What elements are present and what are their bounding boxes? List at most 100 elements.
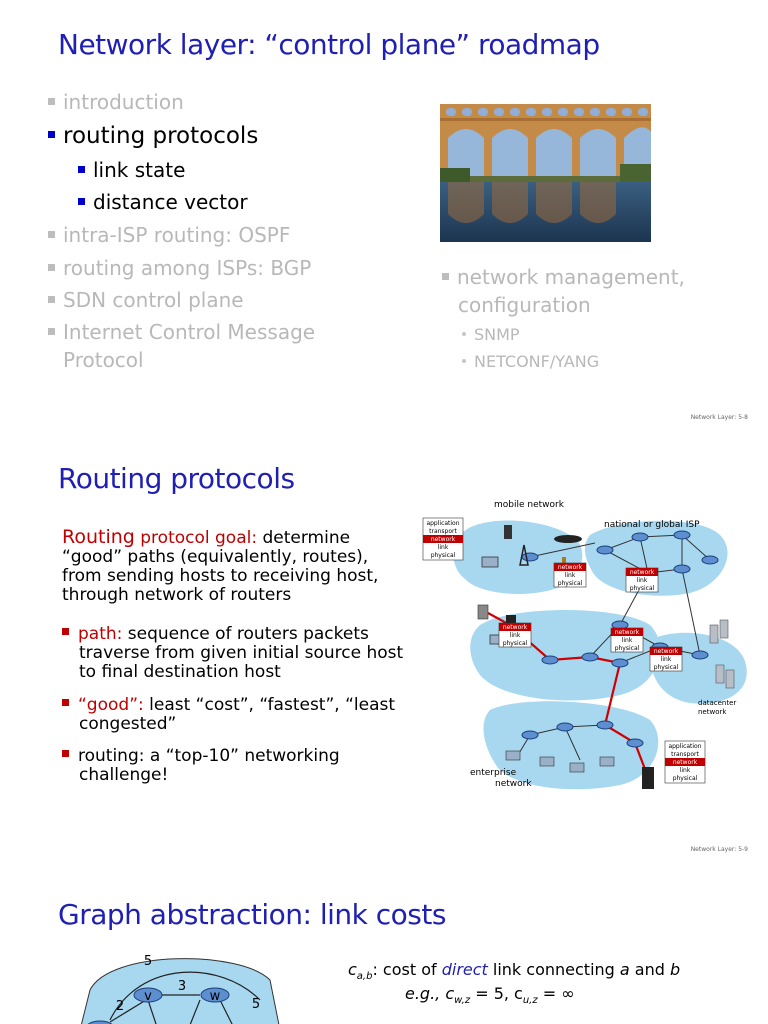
bullet-square-icon [48, 264, 55, 271]
svg-text:physical: physical [431, 552, 456, 559]
datacenter-label-2: network [698, 708, 727, 716]
bullet-square-icon [62, 627, 69, 635]
slide-footer: Network Layer: 5-9 [690, 846, 748, 853]
bullet-square-icon [48, 296, 55, 303]
list-item: link state [78, 158, 185, 182]
svg-text:5: 5 [252, 997, 260, 1012]
stack-destination: application transport network link physi… [664, 740, 706, 784]
list-item: Internet Control Message [48, 320, 315, 344]
enterprise-cloud [483, 701, 659, 790]
svg-text:physical: physical [630, 585, 655, 592]
bullet-dot-icon [462, 331, 466, 336]
bullet-square-icon [78, 198, 85, 205]
slide-title: Network layer: “control plane” roadmap [58, 28, 600, 61]
list-item-continued: configuration [458, 293, 591, 317]
desktop-icon [477, 604, 489, 620]
slide-title: Graph abstraction: link costs [58, 898, 446, 931]
svg-text:link: link [438, 544, 449, 551]
svg-text:link: link [661, 656, 672, 663]
cost-example: e.g., cw,z = 5, cu,z = ∞ [405, 984, 575, 1007]
node-u [87, 1020, 113, 1024]
stack-router-1: network link physical [553, 562, 587, 588]
svg-text:network: network [673, 759, 698, 766]
stack-router-3: network link physical [498, 622, 532, 648]
bullet-square-icon [48, 328, 55, 335]
phone-icon [504, 525, 512, 539]
svg-text:5: 5 [144, 954, 152, 969]
stack-router-2: network link physical [625, 567, 659, 593]
svg-text:transport: transport [671, 751, 699, 758]
svg-text:physical: physical [615, 645, 640, 652]
bullet-top10: routing: a “top-10” networking challenge… [62, 747, 442, 785]
bullet-good: “good”: least “cost”, “fastest”, “least … [62, 696, 442, 734]
routing-goal-text: Routing protocol goal: determine “good” … [62, 526, 379, 605]
datacenter-racks [709, 619, 735, 689]
cell-tower-icon [519, 544, 529, 566]
enterprise-hosts [505, 750, 615, 773]
destination-server-icon [642, 767, 654, 789]
svg-text:network: network [431, 536, 456, 543]
isp-label: national or global ISP [604, 520, 700, 530]
svg-text:link: link [680, 767, 691, 774]
slide-footer: Network Layer: 5-8 [690, 414, 748, 421]
bullet-dot-icon [462, 358, 466, 363]
stack-router-5: network link physical [649, 646, 683, 672]
enterprise-label-2: network [495, 779, 532, 789]
svg-text:network: network [615, 629, 640, 636]
svg-text:link: link [637, 577, 648, 584]
list-item: intra-ISP routing: OSPF [48, 223, 290, 247]
svg-text:application: application [426, 520, 459, 527]
bullet-square-icon [62, 749, 69, 757]
bullet-square-icon [442, 273, 449, 280]
car-icon [554, 535, 582, 543]
slide-graph-abstraction: Graph abstraction: link costs v w 5 3 2 … [0, 870, 768, 1024]
slide-routing-protocols: Routing protocols Routing protocol goal:… [0, 440, 768, 860]
laptop-icon [481, 556, 499, 568]
bullet-square-icon [48, 231, 55, 238]
bullet-square-icon [48, 131, 55, 138]
node-w [200, 987, 230, 1003]
svg-text:link: link [622, 637, 633, 644]
network-diagram: application transport network link physi… [422, 517, 747, 790]
svg-text:network: network [630, 569, 655, 576]
stack-source: application transport network link physi… [422, 517, 464, 561]
graph-diagram: v w 5 3 2 5 [80, 954, 280, 1024]
bullet-square-icon [78, 166, 85, 173]
bullet-path: path: sequence of routers packets traver… [62, 625, 442, 682]
svg-text:physical: physical [654, 664, 679, 671]
svg-text:network: network [558, 564, 583, 571]
list-item: SDN control plane [48, 288, 244, 312]
slide-title: Routing protocols [58, 462, 295, 495]
cost-definition: ca,b: cost of direct link connecting a a… [348, 960, 681, 983]
svg-text:network: network [503, 624, 528, 631]
bullet-square-icon [48, 98, 55, 105]
svg-text:w: w [210, 989, 221, 1004]
slide-control-plane-roadmap: Network layer: “control plane” roadmap i… [0, 0, 768, 430]
svg-text:2: 2 [116, 999, 124, 1014]
mobile-network-cloud [453, 520, 583, 594]
list-item: NETCONF/YANG [462, 352, 599, 371]
list-item: routing protocols [48, 123, 258, 149]
svg-text:physical: physical [558, 580, 583, 587]
svg-text:3: 3 [178, 979, 186, 994]
aqueduct-photo [440, 104, 651, 242]
list-item-continued: Protocol [63, 348, 144, 372]
node-v [133, 987, 163, 1003]
isp-cloud [584, 520, 728, 596]
list-item: distance vector [78, 190, 248, 214]
svg-text:network: network [654, 648, 679, 655]
enterprise-label-1: enterprise [470, 768, 517, 778]
datacenter-label-1: datacenter [698, 699, 737, 707]
svg-text:physical: physical [673, 775, 698, 782]
stack-router-4: network link physical [610, 627, 644, 653]
mobile-network-label: mobile network [494, 500, 564, 510]
list-item: network management, [442, 265, 685, 289]
svg-text:transport: transport [429, 528, 457, 535]
bullet-square-icon [62, 698, 69, 706]
list-item: SNMP [462, 325, 520, 344]
list-item: routing among ISPs: BGP [48, 256, 311, 280]
list-item: introduction [48, 90, 184, 114]
svg-text:link: link [565, 572, 576, 579]
svg-text:link: link [510, 632, 521, 639]
svg-text:v: v [144, 989, 152, 1004]
